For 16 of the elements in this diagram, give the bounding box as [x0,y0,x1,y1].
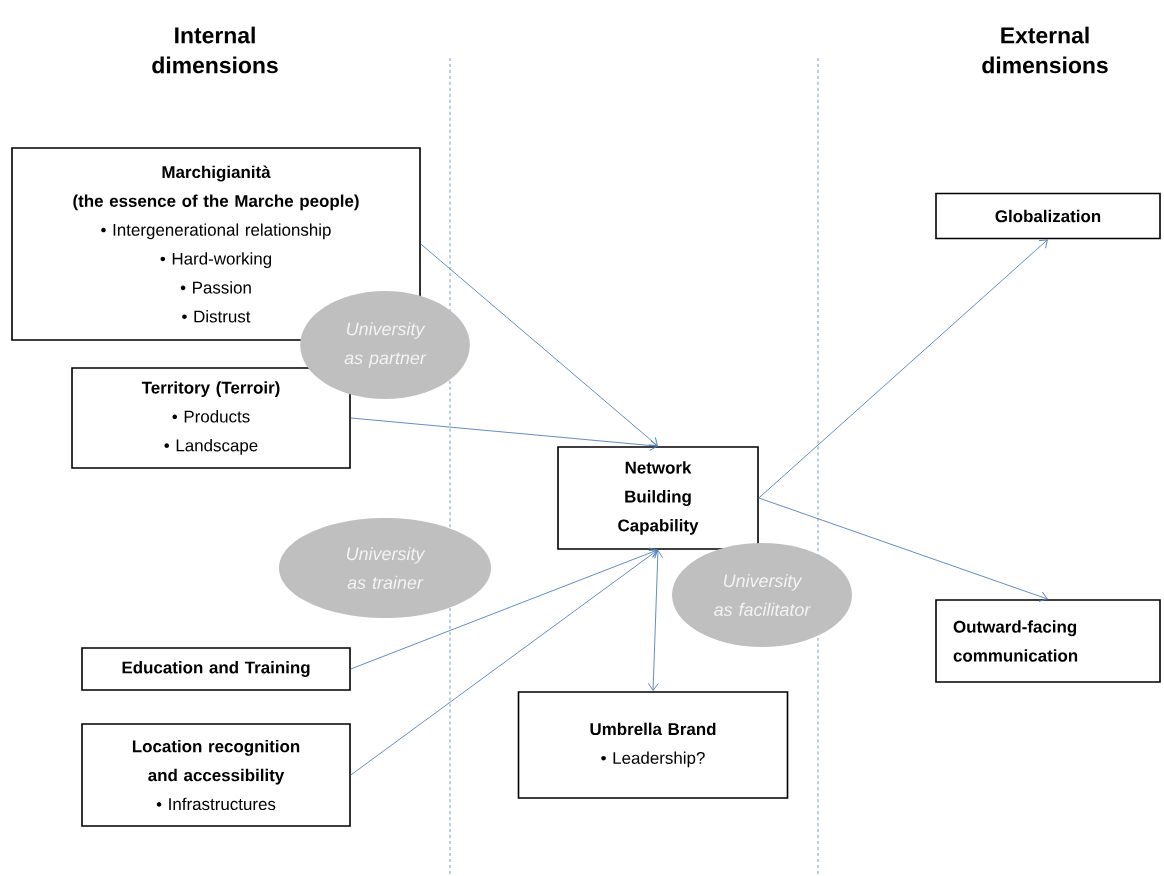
concept-box: Outward-facing communication [935,599,1161,683]
arrow [350,547,658,670]
arrow [758,497,1048,602]
concept-box: Territory (Terroir) • Products • Landscape [71,367,351,469]
column-heading: External dimensions [982,26,1108,74]
arrow [758,239,1048,499]
concept-box: Network Building Capability [557,446,759,550]
arrow [350,417,658,451]
concept-box: Umbrella Brand • Leadership? [517,691,789,799]
column-heading: Internal dimensions [152,26,278,74]
arrow [420,243,658,447]
concept-box: Location recognition and accessibility • Infrastructures [81,723,351,827]
arrow [647,550,664,691]
concept-box: Education and Training [81,647,351,691]
concept-box: Globalization [935,192,1161,240]
arrow [350,549,658,776]
